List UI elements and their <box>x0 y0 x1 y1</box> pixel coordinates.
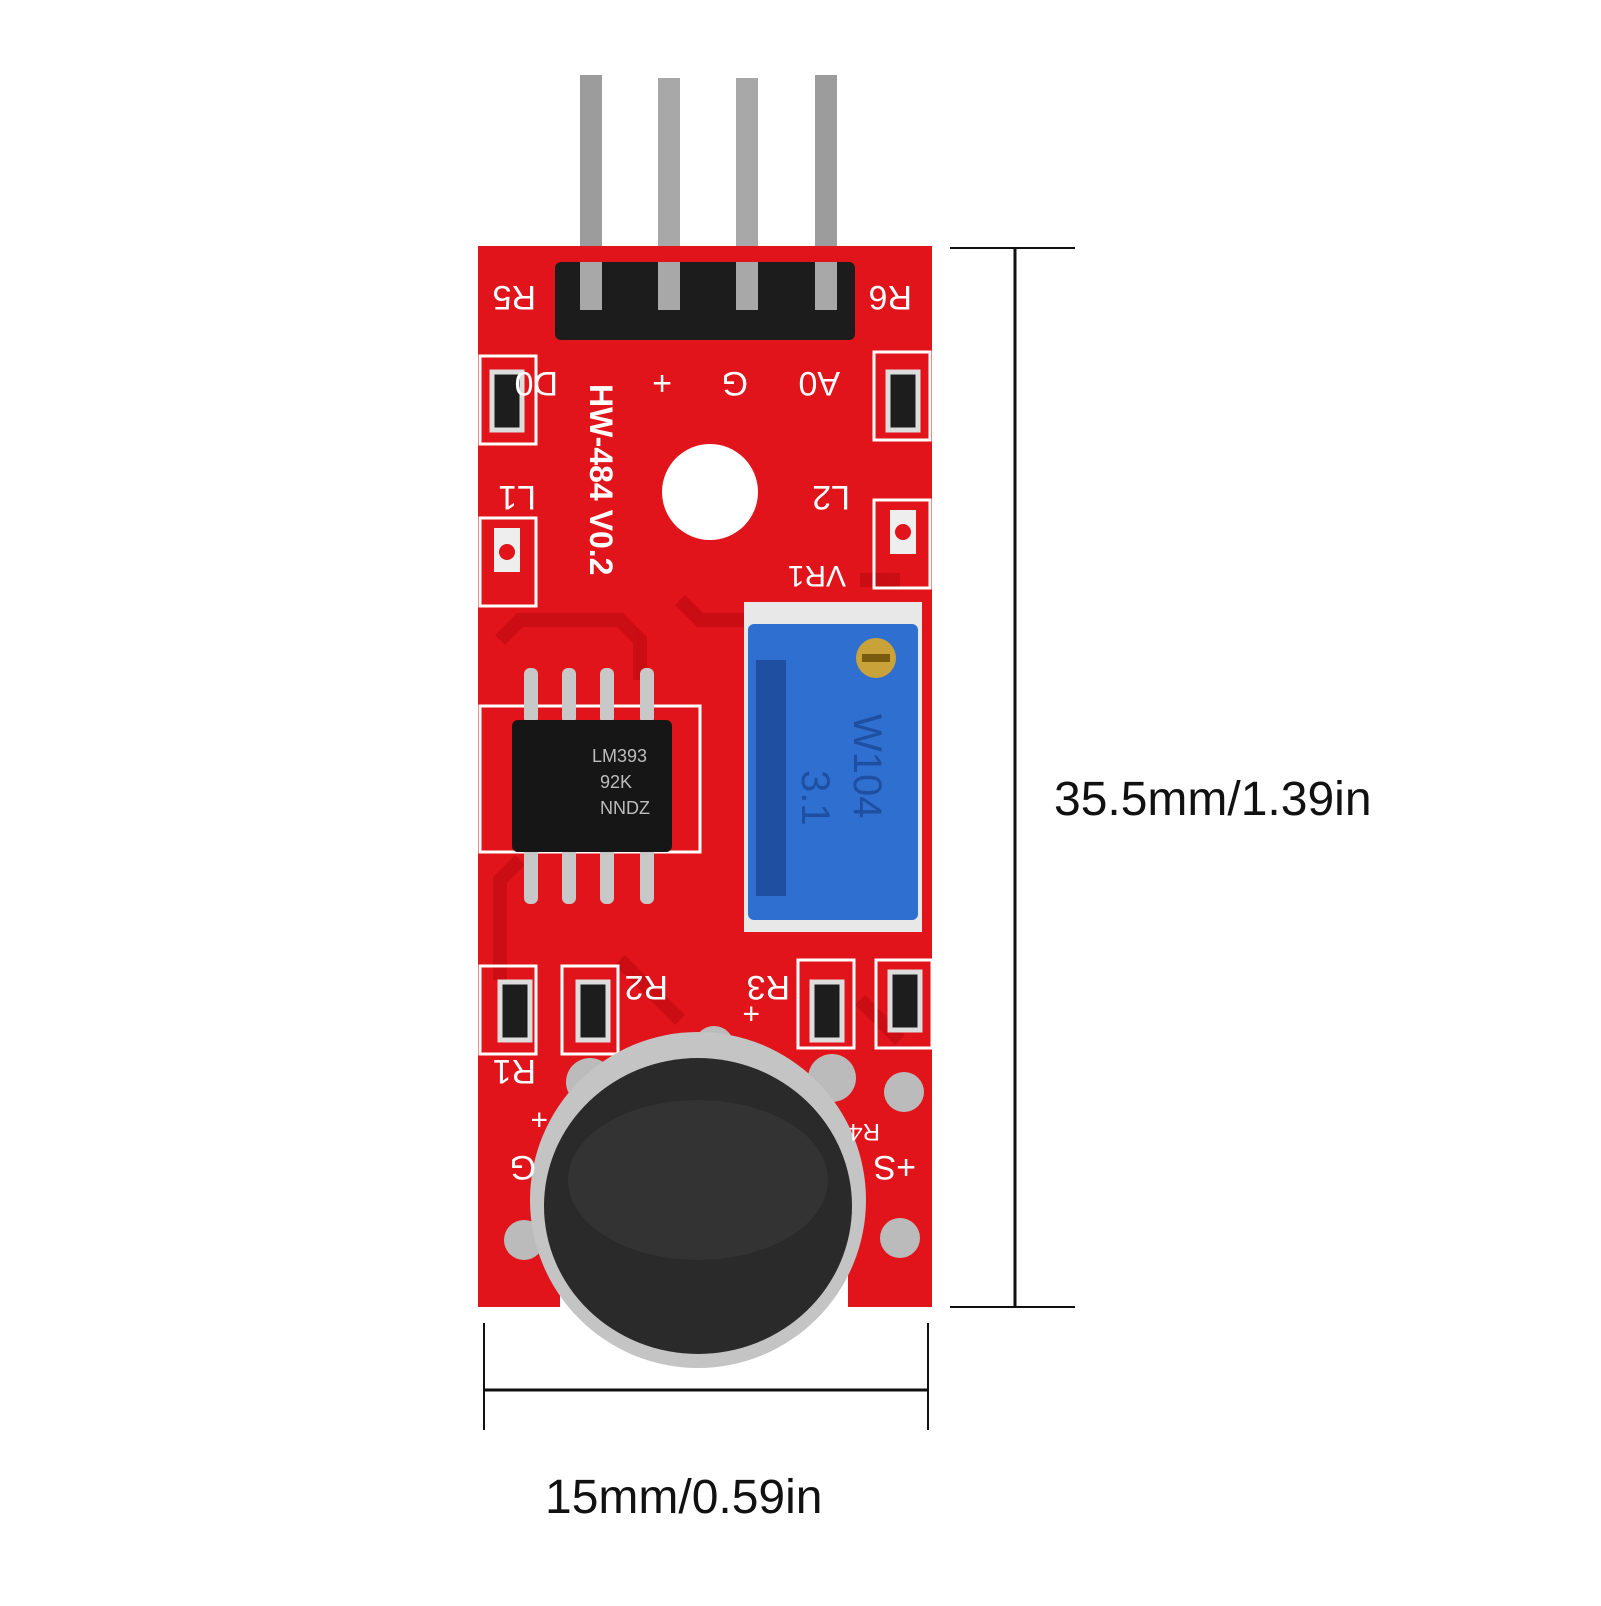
comparator-chip <box>512 668 672 904</box>
chip-text-line1: LM393 <box>592 746 647 766</box>
pin-header-housing <box>555 262 855 340</box>
label-r4: R4 <box>849 1118 880 1145</box>
label-g-mic: G <box>510 1148 536 1186</box>
label-r2: R2 <box>625 968 668 1006</box>
pot-text-line2: 3.1 <box>793 770 837 826</box>
label-r5: R5 <box>493 278 536 316</box>
mounting-hole <box>662 444 758 540</box>
pin-label-d0: D0 <box>515 364 558 402</box>
potentiometer <box>744 602 922 932</box>
width-dimension-marker <box>483 1323 929 1430</box>
label-l2: L2 <box>812 478 850 516</box>
microphone <box>504 1026 924 1368</box>
width-dimension-label: 15mm/0.59in <box>545 1471 823 1524</box>
silkscreen-text: HW-484 V0.2 D0 + G A0 R5 R6 L1 L2 VR1 R1… <box>493 278 916 1186</box>
pot-text-line1: W104 <box>845 714 889 819</box>
chip-text-line2: 92K <box>600 772 632 792</box>
pin-label-plus: + <box>652 364 672 402</box>
board-model-text: HW-484 V0.2 <box>583 384 619 575</box>
label-r3: R3 <box>747 968 790 1006</box>
label-r6: R6 <box>869 278 912 316</box>
chip-text-line3: NNDZ <box>600 798 650 818</box>
smd-components <box>489 369 923 1043</box>
label-r1: R1 <box>493 1052 536 1090</box>
pin-label-g: G <box>722 364 748 402</box>
label-s-mic: +S <box>873 1148 916 1186</box>
label-l1: L1 <box>498 478 536 516</box>
height-dimension-label: 35.5mm/1.39in <box>1054 773 1372 826</box>
label-plus-mic: + <box>530 1103 548 1136</box>
height-dimension-marker <box>950 247 1075 1308</box>
pcb-bottom-left-cut <box>478 1255 560 1307</box>
label-plus-r3: + <box>742 997 760 1030</box>
pcb-traces <box>493 573 905 1045</box>
label-vr1: VR1 <box>788 559 846 592</box>
pin-label-a0: A0 <box>798 364 840 402</box>
